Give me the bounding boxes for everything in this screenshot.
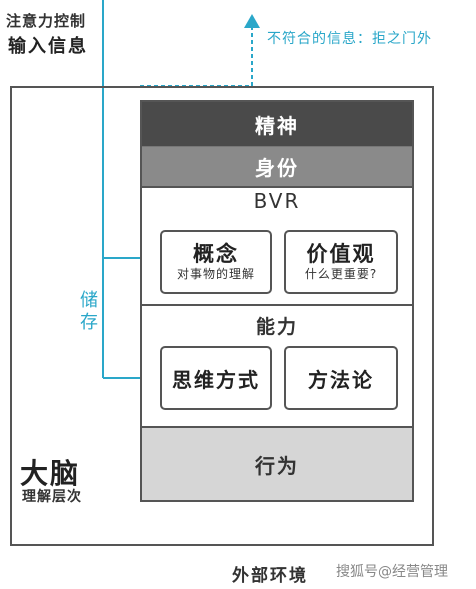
- behavior-layer: 行为: [142, 426, 412, 500]
- divider-line: [142, 304, 412, 306]
- methodology-title: 方法论: [308, 367, 374, 392]
- values-subtitle: 什么更重要?: [304, 267, 378, 281]
- ability-layer: 能力: [142, 308, 412, 342]
- values-title: 价值观: [306, 242, 376, 266]
- thinking-card: 思维方式: [160, 346, 272, 410]
- spirit-layer: 精神: [142, 102, 412, 146]
- values-card: 价值观 什么更重要?: [284, 230, 398, 294]
- external-environment-frame: [10, 86, 434, 546]
- concept-title: 概念: [193, 242, 239, 266]
- environment-label: 外部环境: [232, 566, 308, 586]
- brain-subtitle: 理解层次: [22, 489, 82, 505]
- ability-label: 能力: [255, 315, 298, 338]
- concept-subtitle: 对事物的理解: [176, 267, 255, 281]
- bvr-label: BVR: [253, 189, 301, 213]
- identity-layer: 身份: [142, 146, 412, 186]
- identity-label: 身份: [255, 156, 299, 180]
- attention-control-label: 注意力控制: [6, 12, 87, 30]
- behavior-label: 行为: [255, 453, 299, 478]
- spirit-label: 精神: [255, 113, 299, 138]
- brain-levels-box: 精神 身份 BVR 概念 对事物的理解 价值观 什么更重要? 能力 思维方式 方…: [140, 100, 414, 502]
- concept-card: 概念 对事物的理解: [160, 230, 272, 294]
- rejected-info-label: 不符合的信息：拒之门外: [267, 31, 432, 47]
- bvr-layer: BVR: [142, 186, 412, 216]
- methodology-card: 方法论: [284, 346, 398, 410]
- input-info-label: 输入信息: [8, 36, 88, 57]
- watermark: 搜狐号@经营管理: [336, 564, 448, 580]
- divider-line: [142, 186, 412, 188]
- brain-title: 大脑: [20, 457, 81, 490]
- rejected-flow-path: [140, 14, 260, 87]
- store-label: 储存: [80, 290, 98, 333]
- thinking-title: 思维方式: [172, 367, 260, 392]
